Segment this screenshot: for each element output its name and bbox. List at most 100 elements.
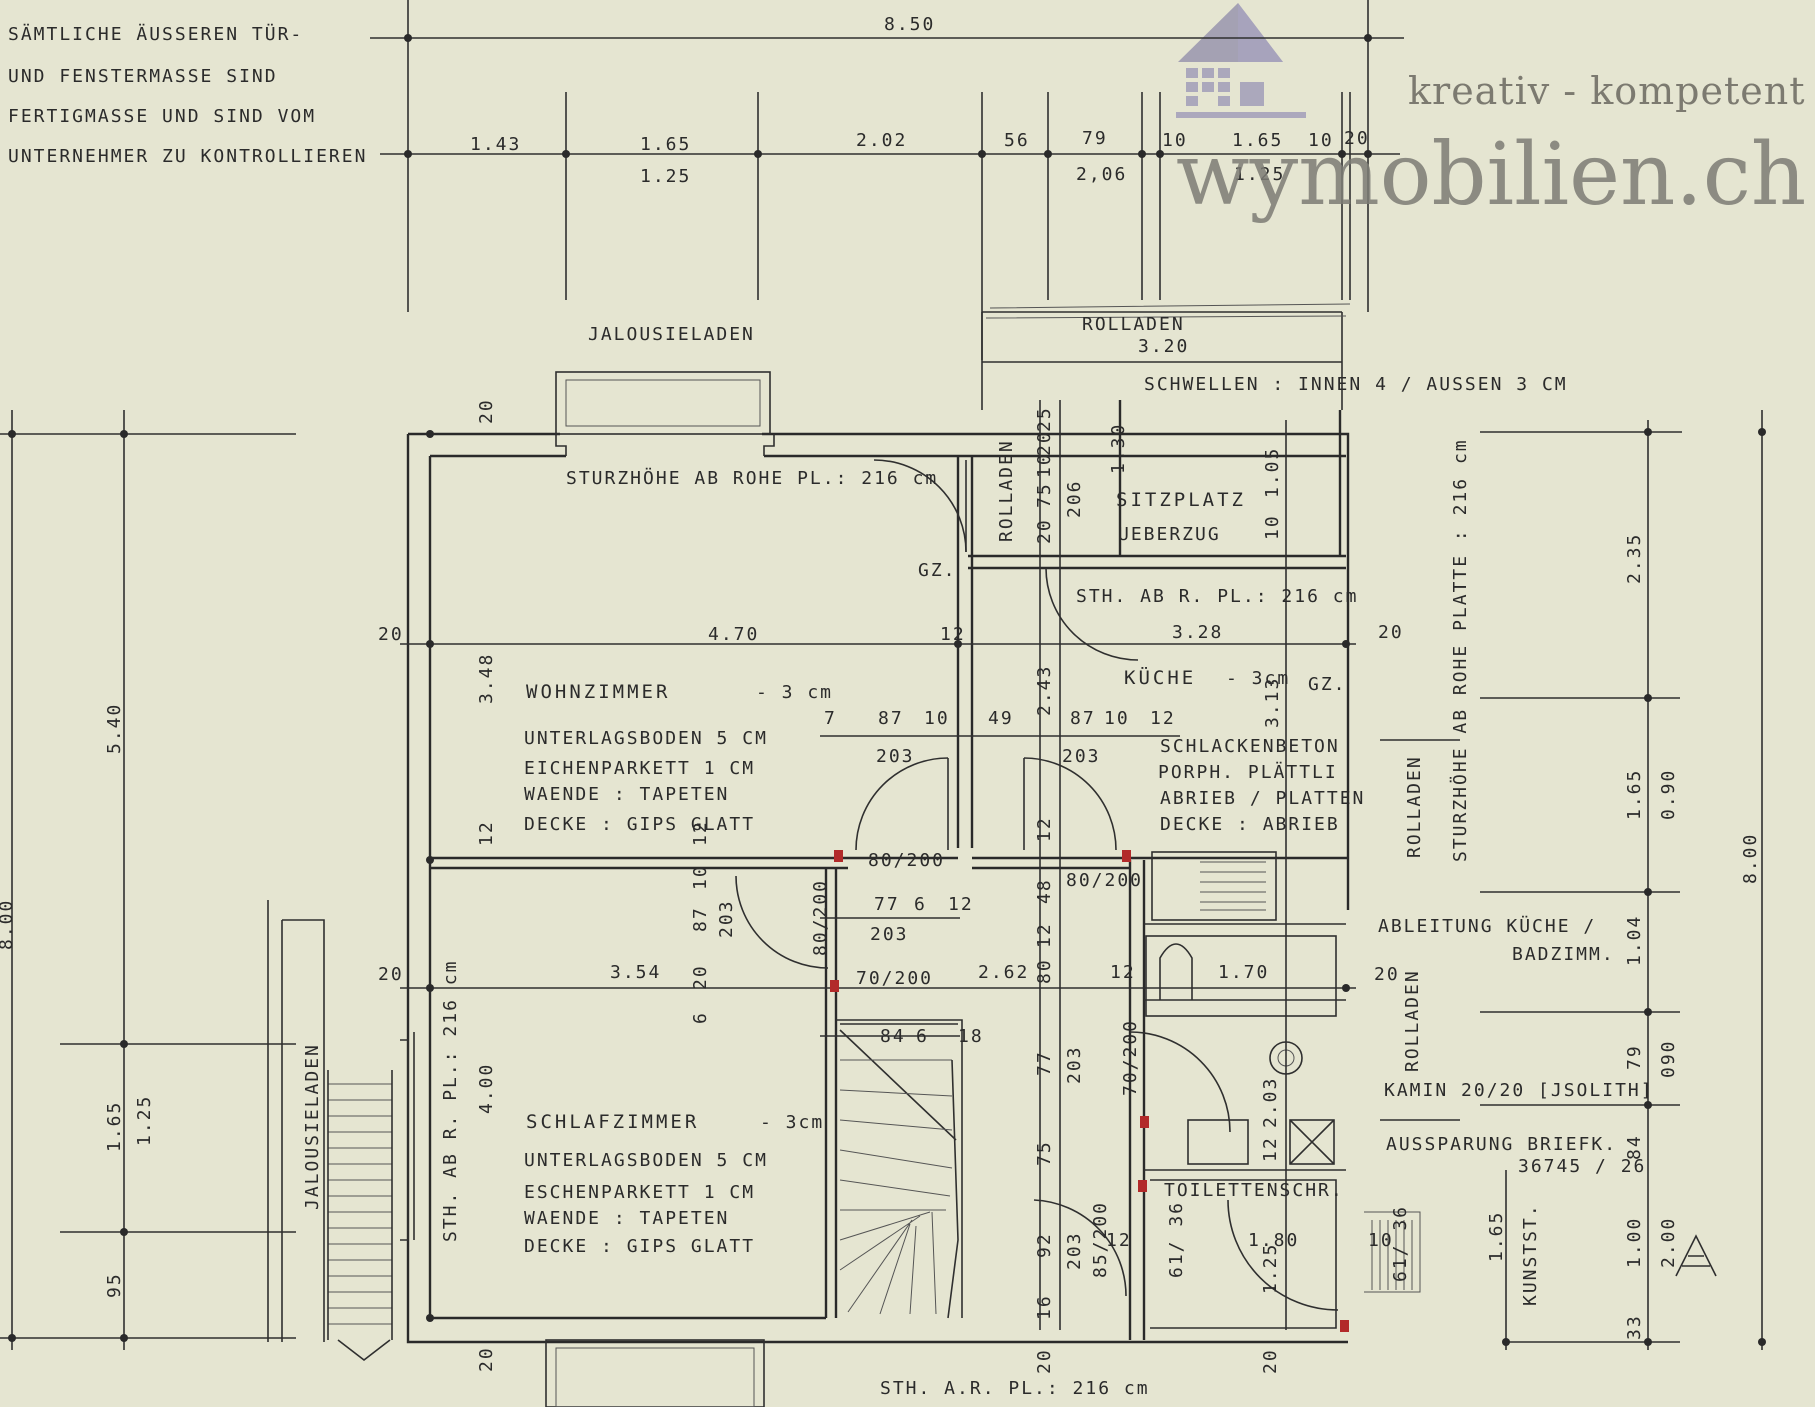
dim-20-bottom-3: 20 — [1260, 1348, 1281, 1374]
window-top-jalousie — [555, 371, 771, 435]
door-85-200: 85/200 — [1090, 1201, 1111, 1278]
dim-n87a: 87 — [878, 708, 904, 729]
label-rolladen-right-2: ROLLADEN — [1402, 969, 1423, 1072]
label-sitzplatz: SITZPLATZ — [1116, 489, 1246, 511]
dim-n12j: 12 — [690, 820, 711, 846]
dim-seg-9: 20 — [1344, 128, 1370, 149]
dim-n180: 1.80 — [1248, 1230, 1299, 1251]
dim-seg-2: 1.65 — [640, 134, 691, 155]
room-schlafzimmer-name: SCHLAFZIMMER — [526, 1111, 699, 1133]
dim-seg-7: 1.65 — [1232, 130, 1283, 151]
dim-20a: 20 — [378, 624, 404, 645]
dim-n87c: 87 — [690, 906, 711, 932]
dim-n49: 49 — [988, 708, 1014, 729]
dim-n84: 84 — [880, 1026, 906, 1047]
dim-n203c: 203 — [870, 924, 909, 945]
room-kueche-spec-1: SCHLACKENBETON — [1160, 736, 1340, 757]
dim-left-total: 5.40 — [104, 703, 125, 754]
dim-n203e: 203 — [1064, 1045, 1085, 1084]
room-schlafzimmer-floor: - 3cm — [760, 1112, 824, 1133]
door-80-200-b: 80/200 — [1066, 870, 1143, 891]
label-aussparung-2: 36745 / 26 — [1518, 1156, 1646, 1177]
dim-n7: 7 — [824, 708, 837, 729]
label-kunstst: KUNSTST. — [1520, 1203, 1541, 1306]
brand-name: wymobilien.ch — [1176, 125, 1806, 225]
dim-n18: 18 — [958, 1026, 984, 1047]
dim-n6b: 6 — [916, 1026, 929, 1047]
dim-20-bottom: 20 — [476, 1346, 497, 1372]
label-kueche-floor: - 3cm — [1226, 668, 1290, 689]
dim-n203d: 203 — [716, 899, 737, 938]
label-gz-1: GZ. — [918, 560, 957, 581]
dim-20d: 20 — [1374, 964, 1400, 985]
dim-n203b: 203 — [1062, 746, 1101, 767]
dim-left-165: 1.65 — [104, 1101, 125, 1152]
room-wohnzimmer-spec-3: WAENDE : TAPETEN — [524, 784, 729, 805]
dim-seg-4: 56 — [1004, 130, 1030, 151]
dim-n20g: 20 — [1034, 430, 1055, 456]
dim-348: 3.48 — [476, 653, 497, 704]
dim-opening-3: 1.25 — [1234, 164, 1285, 185]
label-sturzhoehe-right: STURZHÖHE AB ROHE PLATTE : 216 cm — [1449, 438, 1471, 862]
window-top-rolladen — [981, 303, 1351, 410]
dim-n130: 1.30 — [1108, 423, 1129, 474]
dim-n10a: 10 — [924, 708, 950, 729]
dim-n203g: 2.03 — [1260, 1077, 1281, 1128]
logo-windows-icon — [1186, 68, 1264, 106]
dim-seg-6: 10 — [1162, 130, 1188, 151]
label-jalousieladen-left: JALOUSIELADEN — [302, 1043, 323, 1210]
dim-400: 4.00 — [476, 1063, 497, 1114]
dim-n203a: 203 — [876, 746, 915, 767]
notice-line-4: UNTERNEHMER ZU KONTROLLIEREN — [8, 146, 367, 167]
dim-right-200: 2.00 — [1658, 1217, 1679, 1268]
label-rolladen-top: ROLLADEN — [1082, 314, 1185, 335]
dim-n87b: 87 — [1070, 708, 1096, 729]
dim-n10f: 10 — [1034, 452, 1055, 478]
dim-n12e: 12 — [948, 894, 974, 915]
label-sth-left: STH. AB R. PL.: 216 cm — [440, 960, 461, 1242]
room-wohnzimmer-spec-4: DECKE : GIPS GLATT — [524, 814, 755, 835]
label-rolladen-right-1: ROLLADEN — [1404, 755, 1425, 858]
dim-470: 4.70 — [708, 624, 759, 645]
dim-170: 1.70 — [1218, 962, 1269, 983]
window-bottom — [545, 1339, 765, 1407]
dim-seg-1: 1.43 — [470, 134, 521, 155]
room-schlafzimmer-spec-4: DECKE : GIPS GLATT — [524, 1236, 755, 1257]
dim-12b: 12 — [476, 820, 497, 846]
door-70-200-b: 70/200 — [1120, 1019, 1141, 1096]
dim-n20f: 20 — [1034, 518, 1055, 544]
dim-262: 2.62 — [978, 962, 1029, 983]
notice-line-1: SÄMTLICHE ÄUSSEREN TÜR- — [8, 23, 303, 45]
dim-right-total: 8.00 — [1740, 833, 1761, 884]
dim-seg-8: 10 — [1308, 130, 1334, 151]
dim-20-top: 20 — [476, 398, 497, 424]
notice-line-2: UND FENSTERMASSE SIND — [8, 66, 278, 87]
dim-n6c: 6 — [690, 1011, 711, 1024]
label-jalousieladen-top: JALOUSIELADEN — [588, 324, 755, 345]
dim-n12d: 12 — [1150, 708, 1176, 729]
top-dimension-lines — [370, 0, 1404, 360]
dim-20-bottom-2: 20 — [1034, 1348, 1055, 1374]
dim-seg-5: 79 — [1082, 128, 1108, 149]
dim-328: 3.28 — [1172, 622, 1223, 643]
dim-12a: 12 — [940, 624, 966, 645]
room-wohnzimmer-name: WOHNZIMMER — [526, 681, 670, 703]
dim-n12h: 12 — [1034, 922, 1055, 948]
room-kueche-spec-3: ABRIEB / PLATTEN — [1160, 788, 1365, 809]
left-dimension-labels: 5.40 8.00 1.65 1.25 95 — [0, 703, 155, 1298]
label-ableitung-2: BADZIMM. — [1512, 944, 1615, 965]
label-sturzhoehe-top: STURZHÖHE AB ROHE PL.: 216 cm — [566, 467, 938, 489]
left-shutter-unit — [267, 900, 415, 1362]
dim-n243: 2.43 — [1034, 665, 1055, 716]
label-ueberzug: UEBERZUG — [1118, 524, 1221, 545]
notice-line-3: FERTIGMASSE UND SIND VOM — [8, 106, 316, 127]
label-ableitung-1: ABLEITUNG KÜCHE / — [1378, 915, 1596, 937]
dim-n12f: 12 — [1106, 1230, 1132, 1251]
door-61-36-b: 61/ 36 — [1390, 1205, 1411, 1282]
door-61-36-a: 61/ 36 — [1166, 1201, 1187, 1278]
dim-20c: 20 — [378, 964, 404, 985]
label-rolladen-top-width: 3.20 — [1138, 336, 1189, 357]
